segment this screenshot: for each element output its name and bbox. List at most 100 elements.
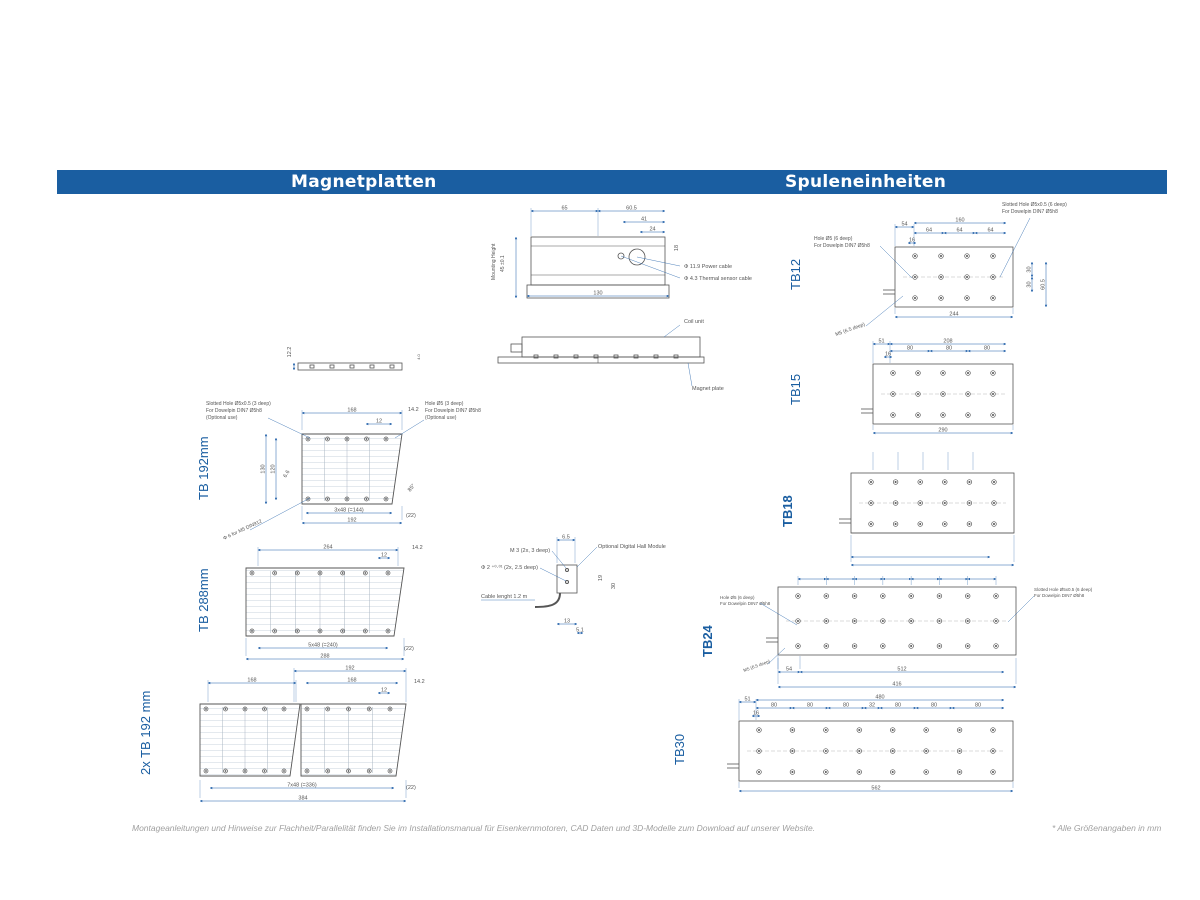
dim-label: 3x48 (=144) (334, 508, 364, 514)
mounting-hole (936, 593, 943, 599)
dim-label: 65 (561, 206, 567, 212)
mounting-hole (362, 570, 368, 576)
dim-label: Slotted Hole Ø5x0.5 (6 deep) (1002, 202, 1067, 208)
hole-center (251, 572, 253, 574)
dim-label: 14.2 (414, 679, 425, 685)
dim-label: 208 (943, 339, 952, 345)
mounting-hole (795, 593, 801, 599)
dim-label: For Dowelpin DIN7 Ø5h8 (206, 408, 262, 414)
hole-center (365, 498, 368, 500)
hole-center (913, 296, 917, 300)
hall-cable (534, 592, 561, 608)
mounting-hole (340, 628, 346, 634)
mounting-hole (383, 436, 389, 442)
hole-center (992, 522, 996, 526)
mounting-hole (938, 253, 944, 259)
footer-units: * Alle Größenangaben in mm (1052, 823, 1162, 833)
mounting-hole (940, 412, 946, 418)
label-tb12: TB12 (788, 258, 803, 290)
dim-label: 54 (901, 222, 907, 228)
mounting-hole (223, 706, 228, 712)
dim-label: 85° (407, 483, 417, 493)
mount-slot (673, 354, 679, 359)
coil-unit-tb24: Hole Ø5 (6 deep)For Dowelpin DIN7 Ø5h8Sl… (720, 576, 1093, 689)
mounting-hole (272, 628, 278, 634)
mounting-hole (936, 643, 943, 649)
hole-center (853, 594, 856, 598)
hole-center (943, 480, 946, 484)
hole-center (941, 371, 945, 375)
dim-label: 60.5 (626, 206, 637, 212)
dim-label: 160 (955, 218, 964, 224)
dim-label: 64 (956, 228, 962, 234)
hole-center (858, 728, 861, 732)
hole-center (251, 630, 253, 632)
mounting-hole (325, 706, 331, 712)
dim-label: 51 (878, 339, 884, 345)
hole-center (965, 296, 969, 300)
dim-label: 54 (786, 667, 792, 673)
hole-center (244, 708, 246, 710)
dim-label: M5 (6.5 deep) (743, 658, 772, 672)
coil-unit-side (521, 336, 701, 358)
dim-label: Φ 4.3 Thermal sensor cable (684, 276, 752, 282)
mounting-hole (940, 370, 946, 376)
dim-label: 12.2 (287, 347, 293, 358)
hole-center (991, 296, 995, 300)
mounting-hole (364, 436, 369, 442)
mounting-hole (325, 436, 330, 442)
hole-center (283, 770, 285, 772)
mounting-hole (912, 253, 918, 259)
mounting-hole (344, 496, 350, 502)
magnet-plate-body (301, 433, 403, 505)
hole-center (966, 594, 969, 598)
coil-unit-outline (872, 363, 1014, 425)
dim-label: 16 (909, 238, 915, 244)
mounting-hole (923, 727, 929, 733)
hole-center (891, 413, 895, 417)
magnet-plate-side (497, 356, 705, 364)
dim-label: 80 (895, 703, 901, 709)
mounting-hole (938, 274, 944, 280)
dim-label: Mounting Height (491, 243, 497, 280)
mounting-hole (262, 768, 267, 774)
dim-label: 24 (649, 227, 655, 233)
hole-center (968, 480, 971, 484)
leader-line (636, 256, 681, 267)
hole-center (858, 770, 861, 774)
dim-label: 4.0 (416, 353, 421, 359)
mounting-hole (383, 496, 389, 502)
mounting-hole (965, 412, 971, 418)
coil-unit-tb18 (839, 452, 1015, 567)
dim-label: 80 (931, 703, 937, 709)
dim-label: 12 (381, 688, 387, 694)
dim-label: 120 (271, 464, 277, 473)
label-tb18: TB18 (780, 495, 795, 527)
label-tb24: TB24 (700, 625, 715, 657)
mounting-hole (823, 643, 829, 649)
hole-center (791, 770, 794, 774)
mounting-hole (990, 295, 996, 301)
hole-center (347, 708, 350, 710)
hole-center (364, 572, 367, 574)
mounting-hole (956, 769, 963, 775)
hall-module-body (556, 564, 578, 594)
mounting-hole (242, 768, 248, 774)
dim-label: 192 (345, 666, 354, 672)
dim-label: 80 (946, 346, 952, 352)
hole-center (326, 708, 329, 710)
mount-slot (553, 354, 559, 359)
mounting-hole (956, 727, 963, 733)
hole-center (387, 572, 389, 574)
hole-center (307, 438, 309, 440)
hole-center (869, 522, 873, 526)
mounting-hole (880, 593, 886, 599)
hole-center (991, 770, 995, 774)
hole-center (319, 630, 321, 632)
dim-label: For Dowelpin DIN7 Ø5h8 (425, 408, 481, 414)
mount-slot (653, 354, 659, 359)
hole-center (965, 254, 969, 258)
mount-slot (573, 354, 579, 359)
